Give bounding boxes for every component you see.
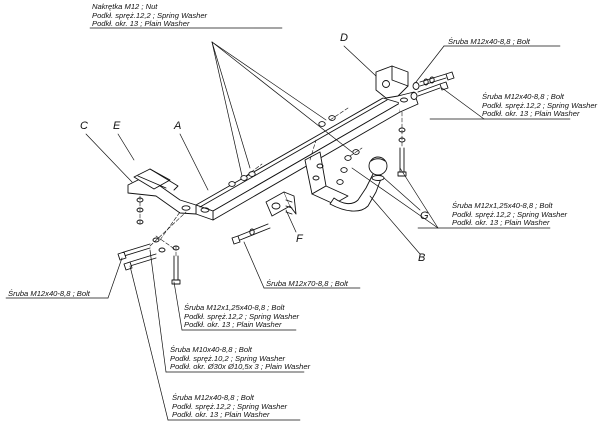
callout-line: Śruba M12x40-8,8 ; Bolt [8,289,90,298]
callout-line: Podkł. spręż.10,2 ; Spring Washer [170,353,286,363]
callout-bolt-top-right: Śruba M12x40-8,8 ; Bolt [448,37,530,47]
callout-line: Śruba M12x1,25x40-8,8 ; Bolt [452,201,553,210]
callout-line: Podkł. okr. Ø30x Ø10,5x 3 ; Plain Washer [170,362,311,372]
callout-line: Śruba M12x40-8,8 ; Bolt [172,393,254,402]
callout-bolt-left: Śruba M12x40-8,8 ; Bolt [8,289,90,299]
callout-line: Podkł. okr. 13 ; Plain Washer [482,109,580,119]
leader-lines [5,27,571,421]
callout-line: Śruba M12x40-8,8 ; Bolt [482,92,564,101]
callout-bolt-m12x70: Śruba M12x70-8,8 ; Bolt [266,279,348,289]
label-d: D [340,32,348,44]
callout-line: Podkł. spręż.12,2 ; Spring Washer [172,401,288,411]
assembly-lines [139,107,403,257]
callout-bolt-m10: Śruba M10x40-8,8 ; Bolt Podkł. spręż.10,… [170,345,311,372]
callout-line: Podkł. okr. 13 ; Plain Washer [92,19,190,29]
label-a: A [174,120,182,132]
callout-line: Podkł. okr. 13 ; Plain Washer [452,218,550,228]
label-f: F [296,233,303,245]
left-bracket-c [127,168,210,215]
callout-line: Śruba M12x1,25x40-8,8 ; Bolt [184,303,285,312]
socket-plate-f [265,191,297,217]
ball-neck-b [304,151,388,212]
callout-bolt-right: Śruba M12x40-8,8 ; Bolt Podkł. spręż.12,… [482,92,598,119]
callout-nut: Nakrętka M12 ; Nut Podkł. spręż.12,2 ; S… [92,2,208,29]
label-g: G [420,210,429,222]
callout-line: Podkł. spręż.12,2 ; Spring Washer [452,209,568,219]
callout-line: Nakrętka M12 ; Nut [92,2,158,11]
callout-line: Podkł. spręż.12,2 ; Spring Washer [482,100,598,110]
callout-line: Podkł. spręż.12,2 ; Spring Washer [184,311,300,321]
hardware-left [117,197,181,285]
callout-line: Śruba M10x40-8,8 ; Bolt [170,345,252,354]
label-e: E [113,120,121,132]
label-c: C [80,120,88,132]
nuts-crossbar [228,115,360,187]
hardware-mid-right [397,127,407,177]
hardware-right [410,71,455,100]
label-b: B [418,252,426,264]
callout-line: Podkł. spręż.12,2 ; Spring Washer [92,10,208,20]
callout-bolt-bottom: Śruba M12x40-8,8 ; Bolt Podkł. spręż.12,… [172,393,288,420]
callout-line: Śruba M12x70-8,8 ; Bolt [266,279,348,288]
bolt-m12x70 [231,223,271,245]
callout-line: Podkł. okr. 13 ; Plain Washer [184,320,282,330]
callout-line: Śruba M12x40-8,8 ; Bolt [448,37,530,46]
callout-bolt-mid-right: Śruba M12x1,25x40-8,8 ; Bolt Podkł. sprę… [452,201,568,228]
callout-line: Podkł. okr. 13 ; Plain Washer [172,410,270,420]
callout-bolt-m12x125-left: Śruba M12x1,25x40-8,8 ; Bolt Podkł. sprę… [184,303,300,330]
